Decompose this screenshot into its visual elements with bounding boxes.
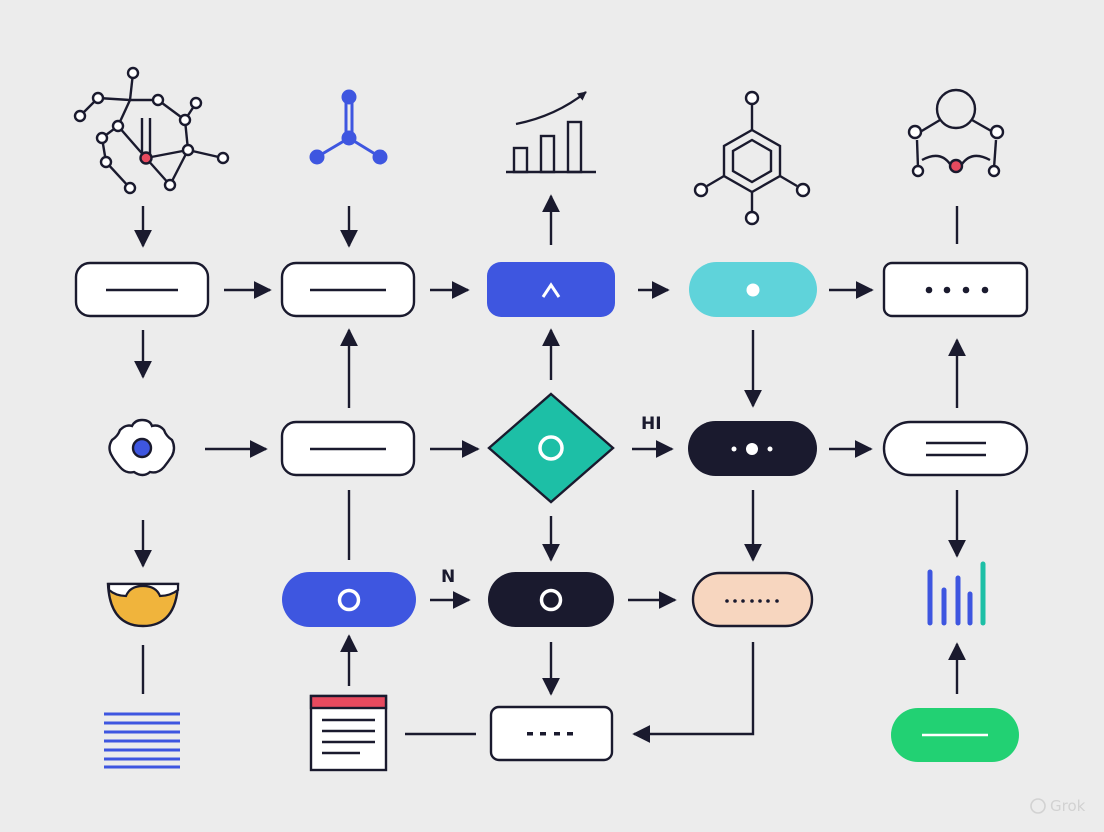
document-icon <box>309 694 388 772</box>
node-r3c4[interactable] <box>691 571 814 628</box>
connectors <box>134 194 966 743</box>
watermark: Grok <box>1030 797 1086 815</box>
svg-text:Grok: Grok <box>1050 797 1086 815</box>
bar-chart-trend-icon <box>506 91 596 174</box>
node-r2c2[interactable] <box>280 420 416 477</box>
node-r2c4[interactable] <box>688 421 817 476</box>
node-r2c3-diamond[interactable] <box>487 392 615 504</box>
bowl-icon <box>106 582 180 628</box>
node-r2c5[interactable] <box>882 420 1029 477</box>
edge-label-hi: HI <box>641 414 662 434</box>
molecule-network-icon <box>73 66 230 195</box>
node-r1c1[interactable] <box>74 261 210 318</box>
node-r4c3[interactable] <box>489 705 614 762</box>
edge-label-n: N <box>441 567 455 587</box>
molecule-circle-icon <box>907 88 1005 178</box>
node-r1c3[interactable] <box>487 262 615 317</box>
chevron-up-icon <box>541 282 561 298</box>
flower-icon <box>108 418 176 477</box>
node-r3c2[interactable] <box>282 572 416 627</box>
node-r1c5[interactable] <box>882 261 1029 318</box>
molecule-blue-icon <box>309 89 388 165</box>
node-r3c3[interactable] <box>488 572 614 627</box>
node-r1c4[interactable] <box>689 262 817 317</box>
node-r4c5[interactable] <box>891 708 1019 762</box>
bar-signal-icon <box>927 561 986 626</box>
node-r1c2[interactable] <box>280 261 416 318</box>
benzene-ring-icon <box>693 90 811 226</box>
stacked-lines-icon <box>104 712 180 769</box>
